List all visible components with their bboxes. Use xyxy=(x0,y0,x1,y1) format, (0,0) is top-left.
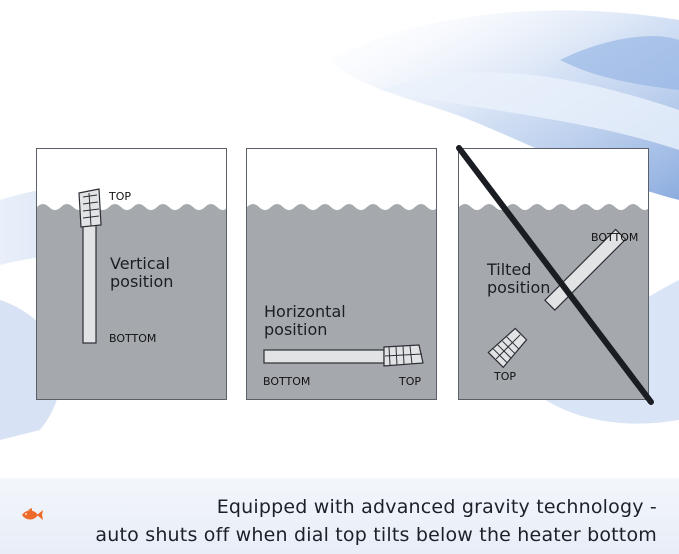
position-title: Vertical position xyxy=(110,254,174,291)
vertical-illustration xyxy=(37,188,226,399)
position-title: Tilted position xyxy=(487,260,551,297)
caption-line-1: Equipped with advanced gravity technolog… xyxy=(216,496,657,518)
bottom-label: BOTTOM xyxy=(109,332,157,345)
position-title: Horizontal position xyxy=(264,302,346,339)
bottom-label: BOTTOM xyxy=(591,231,639,244)
fish-icon xyxy=(22,508,43,520)
heater-dial-icon xyxy=(487,327,528,369)
top-label: TOP xyxy=(109,190,132,203)
panel-vertical: TOP Vertical position BOTTOM xyxy=(36,148,227,400)
horizontal-illustration xyxy=(247,204,436,399)
panel-horizontal: Horizontal position BOTTOM TOP xyxy=(246,148,437,400)
top-label: TOP xyxy=(494,370,517,383)
heater-dial-icon xyxy=(383,344,424,367)
heater-dial-icon xyxy=(78,188,102,228)
bottom-label: BOTTOM xyxy=(263,375,311,388)
caption-line-2: auto shuts off when dial top tilts below… xyxy=(95,524,657,546)
top-label: TOP xyxy=(399,375,422,388)
caption-banner: Equipped with advanced gravity technolog… xyxy=(0,478,679,554)
